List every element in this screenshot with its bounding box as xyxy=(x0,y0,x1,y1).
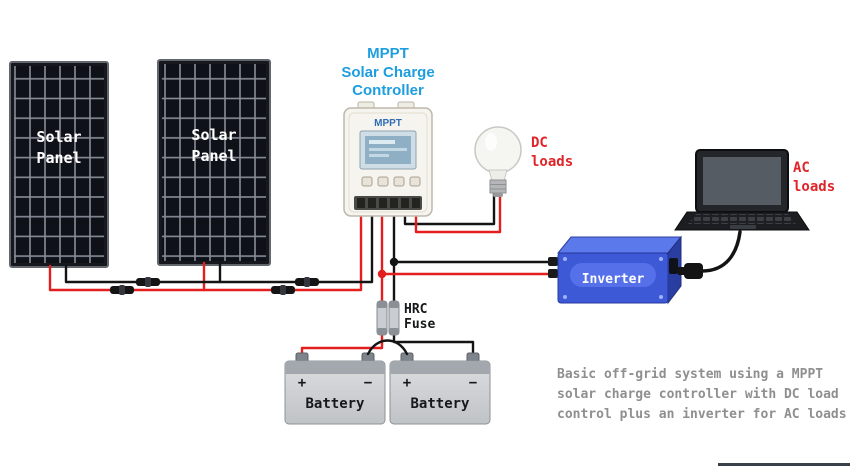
battery-1: + − Battery xyxy=(284,352,386,425)
inverter: Inverter xyxy=(548,235,683,305)
hrc-fuse-1 xyxy=(376,300,388,336)
solar-panel-2-cells xyxy=(162,64,266,261)
dc-loads-label-line1: DC xyxy=(531,135,548,151)
ac-loads-label-line1: AC xyxy=(793,160,810,176)
mc4-connector xyxy=(136,277,160,287)
inverter-terminal-negative xyxy=(548,257,558,266)
mc4-connector xyxy=(295,277,319,287)
ac-loads-label-line2: loads xyxy=(793,179,835,195)
junction-dot-negative xyxy=(389,257,399,267)
solar-panel-1 xyxy=(9,61,109,268)
controller-buttons xyxy=(361,176,421,187)
wire-battery-positive xyxy=(300,213,384,358)
wire-pv-positive xyxy=(48,213,363,292)
controller-terminal-block xyxy=(354,196,422,210)
dc-load-bulb xyxy=(474,126,522,197)
ac-cable xyxy=(700,230,742,273)
battery-2: + − Battery xyxy=(389,352,491,425)
inverter-terminal-positive xyxy=(548,269,558,278)
solar-panel-2 xyxy=(157,59,271,266)
charge-controller: MPPT xyxy=(343,101,433,217)
laptop xyxy=(674,149,810,231)
hrc-fuse-2 xyxy=(388,300,400,336)
controller-screen xyxy=(359,130,417,170)
mc4-connector xyxy=(110,285,134,295)
ac-plug xyxy=(678,263,703,279)
hrc-fuse-label-line2: Fuse xyxy=(404,317,435,332)
battery-jumper-wire xyxy=(366,339,409,356)
solar-panel-1-cells xyxy=(14,66,104,263)
hrc-fuse-label-line1: HRC xyxy=(404,302,427,317)
dc-loads-label-line2: loads xyxy=(531,154,573,170)
laptop-keyboard xyxy=(688,214,796,224)
mc4-connectors xyxy=(110,277,319,295)
wire-dc-load-positive xyxy=(414,192,502,234)
laptop-screen xyxy=(703,157,781,205)
wire-battery-negative xyxy=(392,213,475,358)
caption-line-1: Basic off-grid system using a MPPT xyxy=(557,367,823,382)
junction-dot-positive xyxy=(377,269,387,279)
controller-heading-line1: MPPT xyxy=(367,45,409,62)
caption-line-3: control plus an inverter for AC loads xyxy=(557,407,847,422)
wire-dc-load-negative xyxy=(403,192,496,226)
inverter-ac-outlet xyxy=(669,258,678,274)
bottom-edge-line xyxy=(718,463,850,466)
controller-heading-line3: Controller xyxy=(352,82,424,99)
laptop-touchpad xyxy=(730,225,756,229)
controller-heading-line2: Solar Charge xyxy=(341,64,434,81)
caption-line-2: solar charge controller with DC load xyxy=(557,387,839,402)
mc4-connector xyxy=(271,285,295,295)
